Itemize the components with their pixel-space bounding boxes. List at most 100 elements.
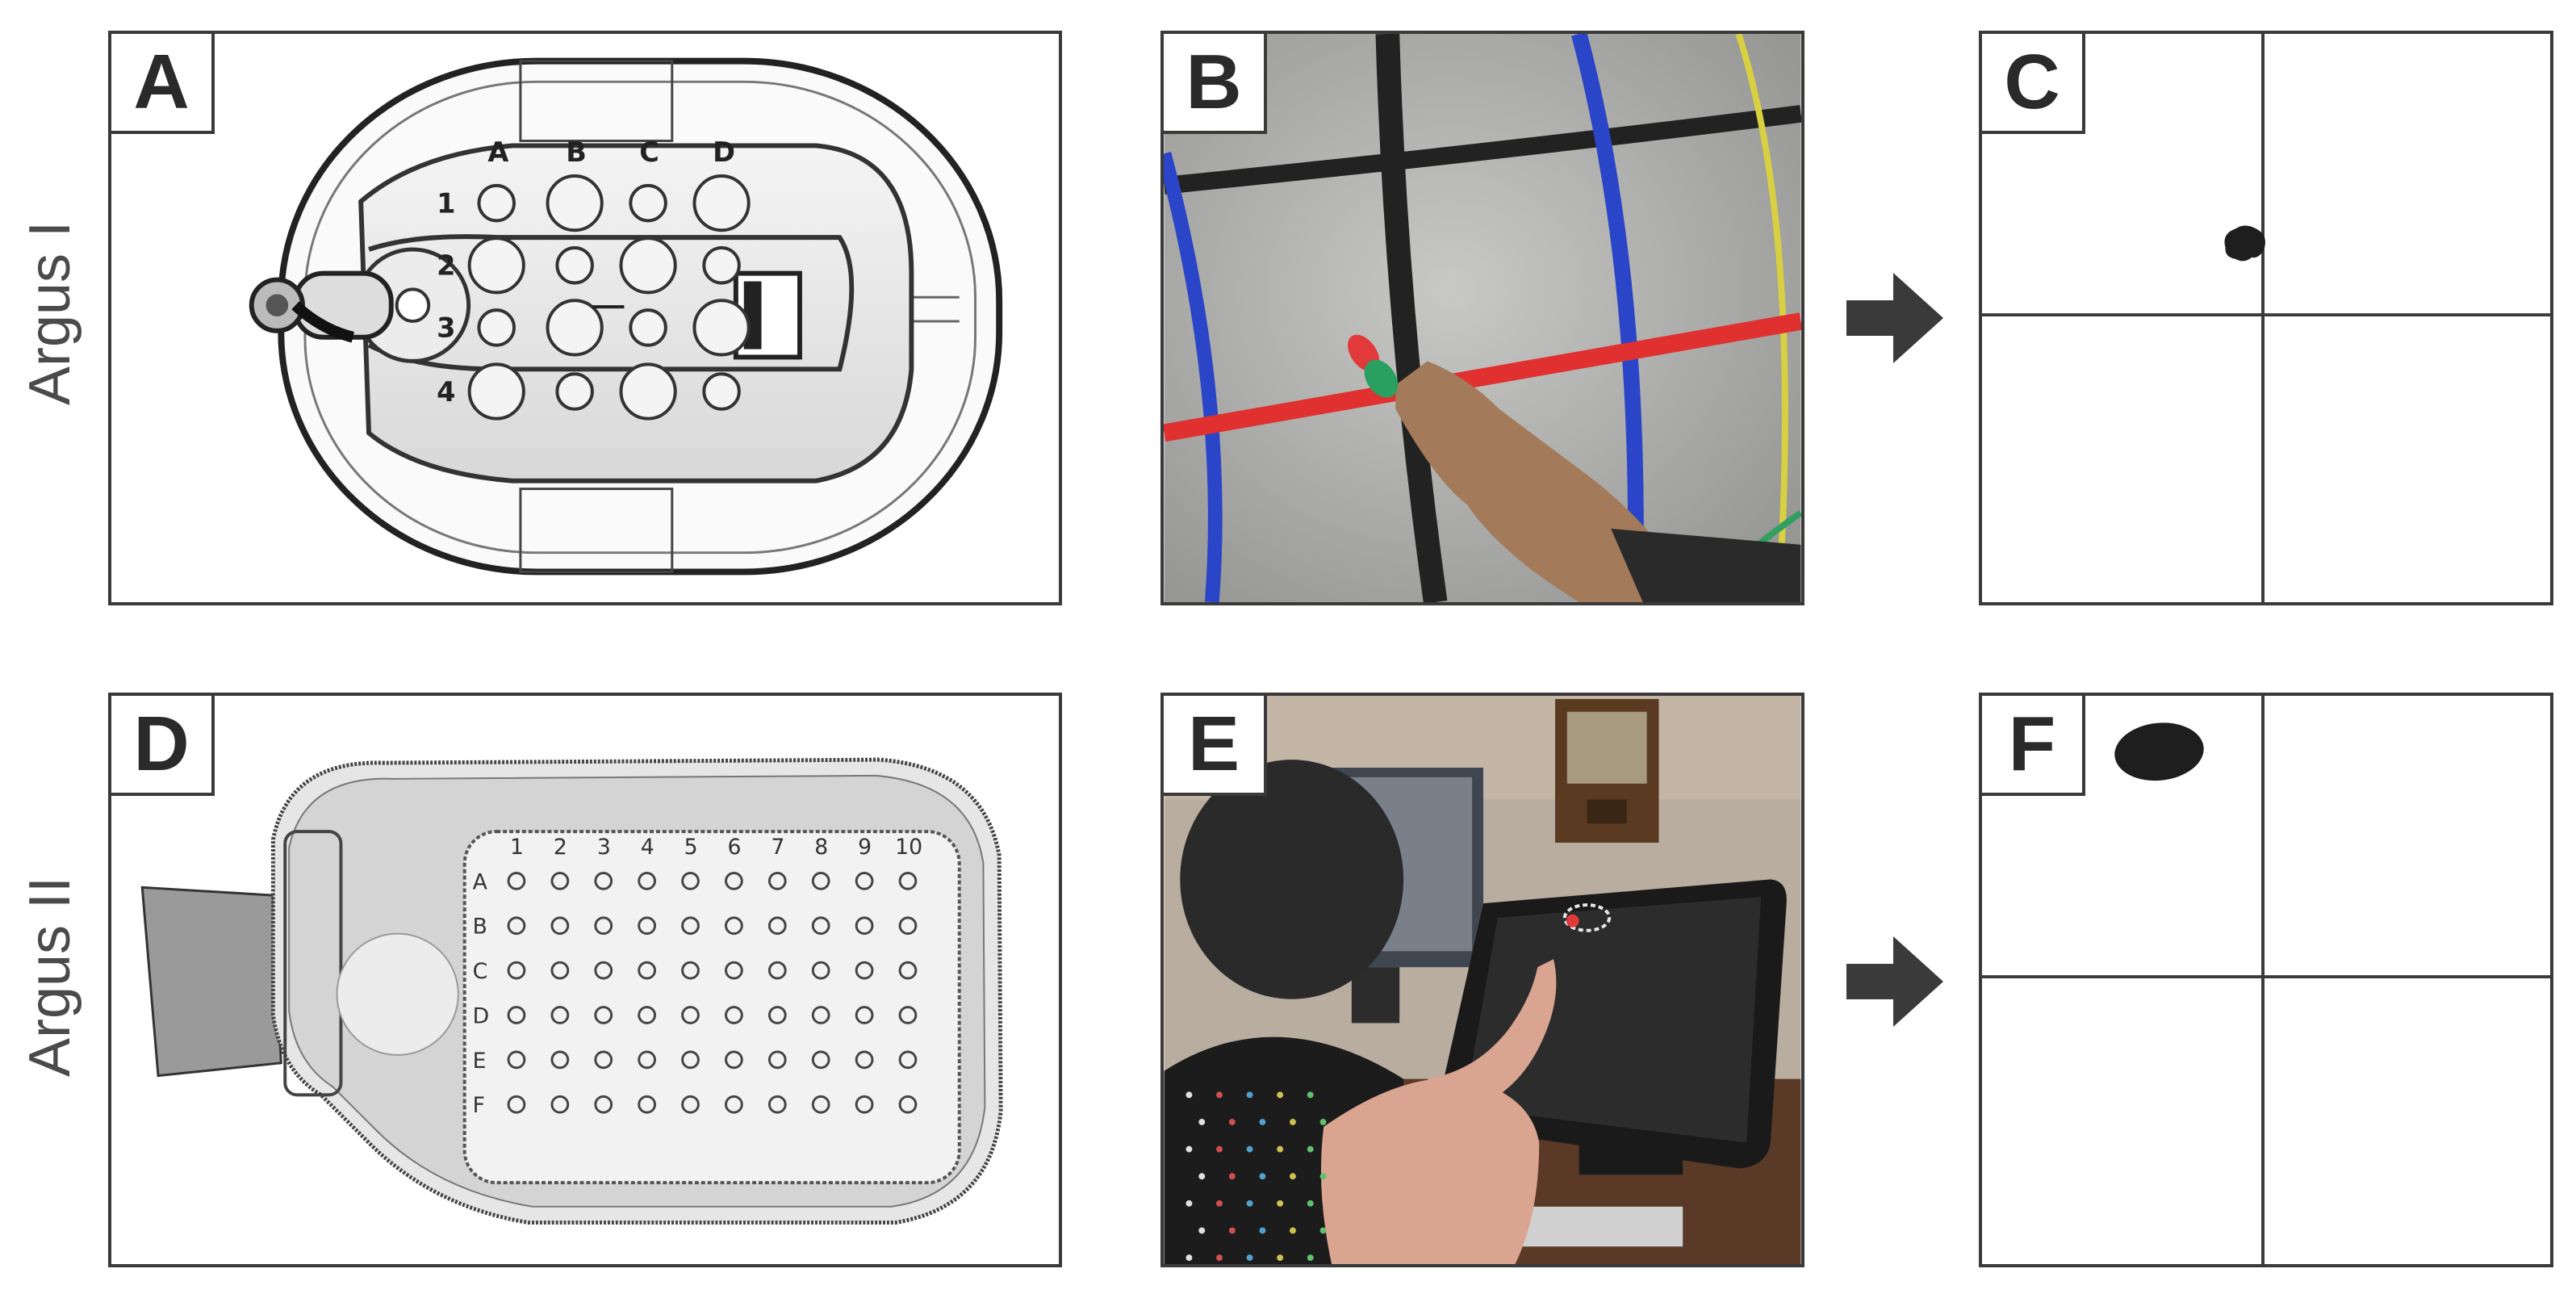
electrode [681, 1006, 700, 1024]
dress-dot [1307, 1200, 1314, 1207]
electrode [767, 872, 787, 890]
electrode [725, 916, 743, 936]
electrode [855, 1095, 874, 1114]
electrode [898, 872, 918, 890]
electrode-row-label: D [473, 1003, 490, 1028]
electrode [681, 916, 700, 936]
electrode [811, 872, 830, 890]
electrode [725, 1095, 743, 1114]
electrode [855, 1006, 874, 1024]
dress-dot [1290, 1173, 1296, 1180]
dress-dot [1186, 1254, 1193, 1262]
electrode-column-label: 9 [858, 835, 872, 860]
electrode [550, 1006, 570, 1024]
dress-dot [1228, 1119, 1236, 1125]
argus-1-electrode-grid [467, 174, 751, 421]
electrode [507, 916, 526, 936]
electrode [546, 174, 604, 232]
electrode [619, 237, 677, 295]
electrode [477, 183, 516, 223]
electrode-column-label: 10 [895, 835, 922, 860]
dress-dot [1259, 1173, 1266, 1180]
electrode [507, 872, 526, 890]
electrode [467, 237, 525, 295]
electrode [638, 1006, 656, 1024]
electrode [702, 372, 741, 411]
electrode [855, 1050, 874, 1070]
phosphene-blob [2224, 225, 2265, 262]
electrode [638, 1050, 656, 1070]
row-label-argus-2: Argus II [18, 876, 82, 1078]
electrode-column-label: 6 [727, 835, 741, 860]
electrode [898, 961, 918, 980]
electrode [550, 1095, 570, 1114]
dress-dot [1277, 1200, 1284, 1207]
electrode-column-label: 8 [814, 835, 828, 860]
electrode [811, 1050, 830, 1070]
electrode [467, 362, 525, 421]
electrode [619, 362, 677, 421]
electrode [702, 246, 741, 285]
electrode [767, 961, 787, 980]
electrode [767, 916, 787, 936]
panel-f-phosphene-map: F [1979, 693, 2553, 1267]
electrode-row-label: F [473, 1093, 485, 1118]
electrode [898, 1006, 918, 1024]
panel-label-e: E [1164, 696, 1267, 796]
touchscreen-photo [1164, 696, 1801, 1264]
electrode [681, 872, 700, 890]
panel-label-b: B [1164, 34, 1267, 134]
electrode-column-label: 4 [641, 835, 654, 860]
electrode [555, 372, 594, 411]
electrode-column-label: D [713, 136, 735, 168]
electrode [725, 1050, 743, 1070]
electrode [855, 961, 874, 980]
electrode [546, 299, 604, 357]
dress-dot [1246, 1091, 1253, 1099]
electrode [767, 1006, 787, 1024]
arrow-right-icon [1846, 936, 1943, 1027]
dress-dot [1246, 1200, 1253, 1207]
panel-e-touchscreen-photo: E [1160, 693, 1804, 1267]
electrode [477, 308, 516, 347]
dress-dot [1290, 1227, 1296, 1234]
electrode [550, 916, 570, 936]
electrode [629, 183, 667, 223]
electrode [550, 961, 570, 980]
electrode [594, 1050, 613, 1070]
phosphene-blob [2114, 722, 2204, 781]
dress-dot [1319, 1119, 1327, 1125]
electrode [555, 246, 594, 285]
electrode [767, 1095, 787, 1114]
electrode [594, 1095, 613, 1114]
electrode-row-label: E [473, 1049, 487, 1074]
dress-dot [1277, 1145, 1284, 1153]
electrode-column-label: 1 [510, 835, 524, 860]
electrode [725, 1006, 743, 1024]
dress-dot [1228, 1227, 1236, 1234]
electrode [550, 872, 570, 890]
dress-dot [1198, 1227, 1206, 1234]
electrode-row-label: A [473, 869, 488, 894]
electrode [638, 872, 656, 890]
phosphene-quadrant-plot [1982, 696, 2550, 1264]
dress-dots [1186, 1091, 1327, 1262]
dress-dot [1246, 1254, 1253, 1262]
dress-dot [1277, 1091, 1284, 1099]
electrode-column-label: 2 [554, 835, 567, 860]
electrode [594, 872, 613, 890]
electrode [681, 1095, 700, 1114]
electrode [550, 1050, 570, 1070]
electrode [767, 1050, 787, 1070]
dress-dot [1216, 1145, 1223, 1153]
electrode [594, 961, 613, 980]
panel-label-d: D [111, 696, 215, 796]
electrode-row-label: B [473, 915, 487, 940]
dress-dot [1259, 1119, 1266, 1125]
electrode-column-label: 5 [684, 835, 698, 860]
dress-dot [1319, 1173, 1327, 1180]
